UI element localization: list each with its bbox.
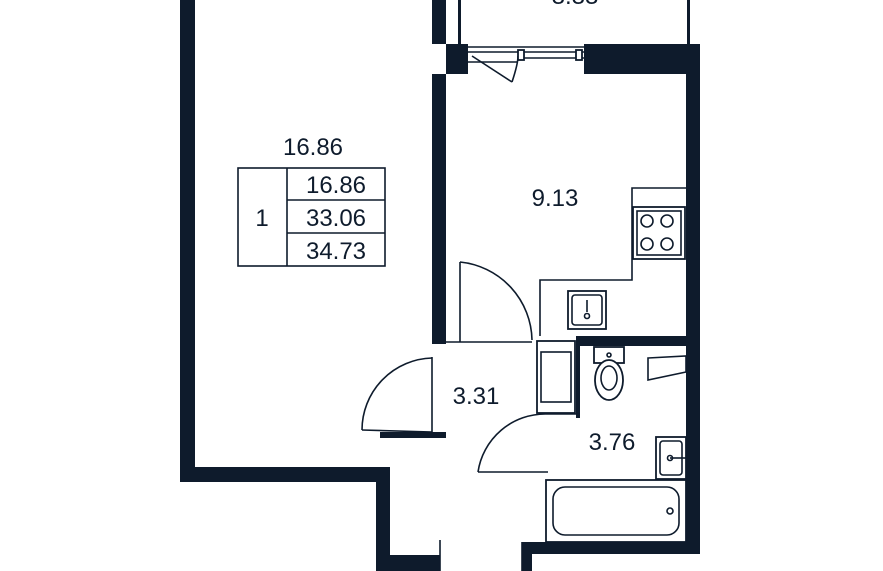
- doors: [361, 261, 580, 571]
- kitchen-counter: [539, 187, 686, 336]
- kitchen-area: 9.13: [532, 185, 579, 212]
- hallway-area: 3.31: [453, 383, 500, 410]
- bathroom-area: 3.76: [589, 429, 636, 456]
- shelf: [647, 355, 687, 381]
- balcony-area: 3.33: [552, 0, 599, 10]
- washing-machine-icon: [536, 340, 576, 414]
- area-summary-table: [237, 167, 386, 267]
- bathtub-icon: [545, 479, 687, 543]
- kitchen-sink-icon: [567, 290, 607, 330]
- toilet-icon: [593, 346, 625, 401]
- total-area-with-balcony-value: 34.73: [306, 238, 366, 265]
- walls: [180, 0, 700, 571]
- balcony-door: [468, 46, 584, 83]
- stove-icon: [632, 206, 686, 260]
- room-count: 1: [255, 205, 268, 232]
- total-area-value: 33.06: [306, 205, 366, 232]
- living-room-area: 16.86: [283, 134, 343, 161]
- washbasin-icon: [655, 436, 687, 480]
- living-area-value: 16.86: [306, 172, 366, 199]
